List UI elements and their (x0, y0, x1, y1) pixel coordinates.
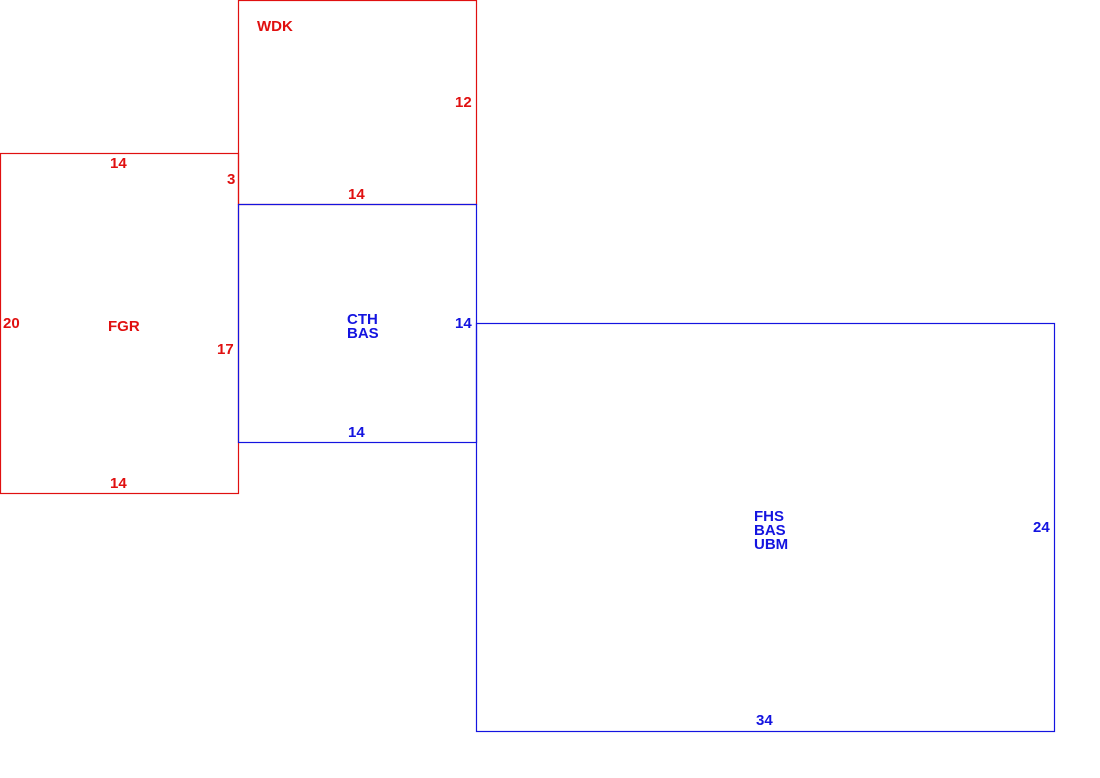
dimension-label: 14 (348, 186, 365, 203)
dimension-label: 20 (3, 315, 20, 332)
cth-area-label-line2: BAS (347, 325, 379, 342)
dimension-label: 34 (756, 712, 773, 729)
dimension-label: 14 (455, 315, 472, 332)
cth-area-label-line1: CTH (347, 311, 378, 328)
dimension-label: 14 (348, 424, 365, 441)
fhs-area-outline (475, 322, 1056, 733)
dimension-label: 24 (1033, 519, 1050, 536)
dimension-label: 12 (455, 94, 472, 111)
fgr-area-label: FGR (108, 318, 140, 335)
dimension-label: 3 (227, 171, 235, 188)
fhs-area-label-line1: FHS (754, 508, 784, 525)
dimension-label: 17 (217, 341, 234, 358)
fhs-area-label-line2: BAS (754, 522, 786, 539)
dimension-label: 14 (110, 475, 127, 492)
wdk-area-label: WDK (257, 18, 293, 35)
fhs-area-label-line3: UBM (754, 536, 788, 553)
dimension-label: 14 (110, 155, 127, 172)
